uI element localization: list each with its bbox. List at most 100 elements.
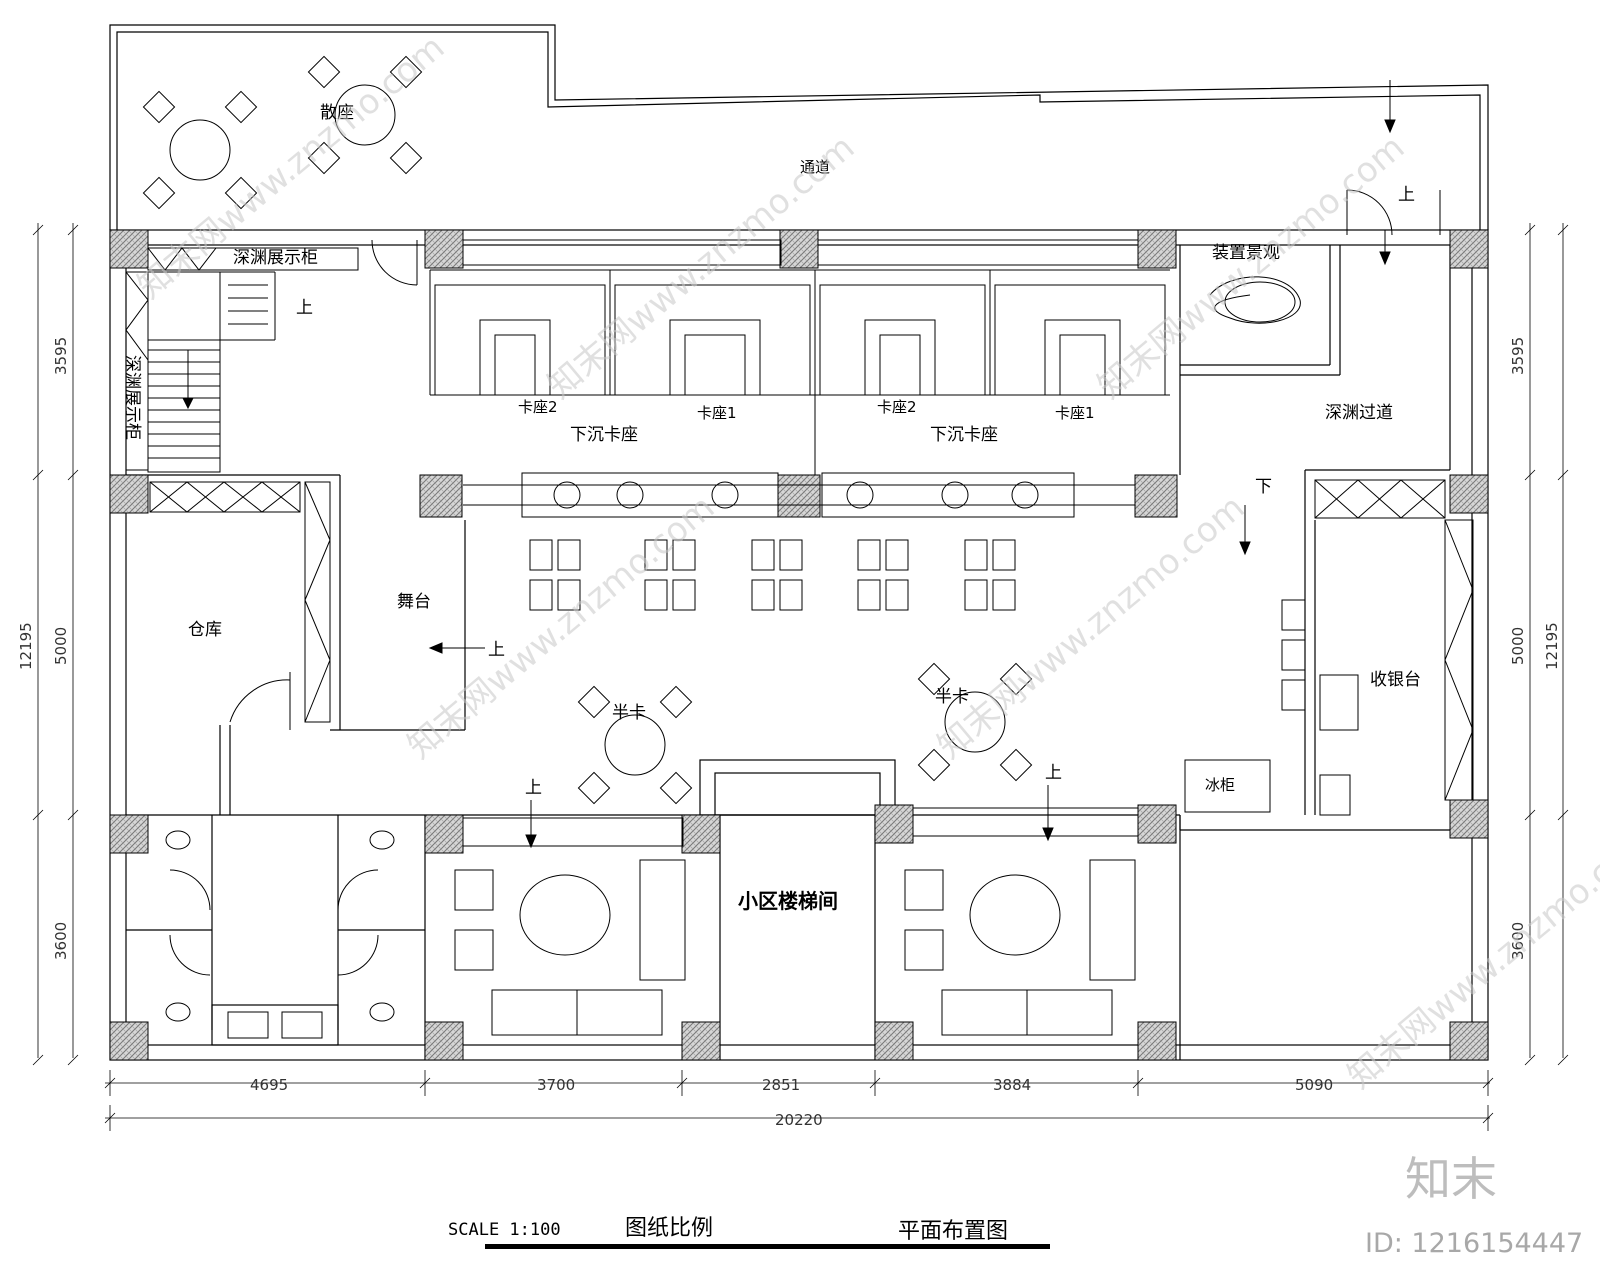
label-stage: 舞台 <box>397 592 431 612</box>
dimension-labels: 4695 3700 2851 3884 5090 20220 3595 5000… <box>17 337 1561 1129</box>
direction-arrows <box>428 80 1396 849</box>
dimension-tick <box>1524 1054 1536 1066</box>
dimension-tick <box>1557 469 1569 481</box>
vip-rooms <box>454 807 1139 1036</box>
label-up-b: 上 <box>1045 763 1062 783</box>
dim-bottom-2: 3700 <box>537 1076 575 1094</box>
label-booth2-a: 卡座2 <box>518 398 558 416</box>
scale-cn-text: 图纸比例 <box>625 1216 713 1241</box>
label-up-a: 上 <box>525 778 542 798</box>
stage-chair <box>644 539 668 571</box>
dimension-tick <box>32 224 44 236</box>
label-half-booth-b: 半卡 <box>935 687 969 707</box>
stage-chair <box>751 539 775 571</box>
label-abyss-passage: 深渊过道 <box>1325 403 1393 423</box>
watermark-id: ID: 1216154447 <box>1365 1228 1583 1259</box>
title-underline <box>485 1244 1050 1249</box>
stage-chair <box>779 579 803 611</box>
stage-chair <box>992 579 1016 611</box>
label-installation: 装置景观 <box>1212 243 1280 263</box>
stage-chair <box>857 539 881 571</box>
stage-chairs <box>529 539 1016 611</box>
label-entrance-up: 上 <box>1398 185 1415 205</box>
label-abyss-cabinet-top: 深渊展示柜 <box>233 248 318 268</box>
bar-counters <box>521 472 1075 518</box>
columns <box>109 229 1489 1061</box>
dimension-tick <box>1557 224 1569 236</box>
dim-bottom-4: 3884 <box>993 1076 1031 1094</box>
dim-left-1: 3595 <box>52 337 70 375</box>
dimension-tick <box>1557 809 1569 821</box>
label-booth1-a: 卡座1 <box>697 404 737 422</box>
label-abyss-cabinet-side: 深渊展示柜 <box>122 355 142 440</box>
installation-art <box>1209 276 1301 324</box>
watermark-brand: 知末 <box>1405 1152 1497 1206</box>
dimension-tick <box>1524 224 1536 236</box>
stage-chair <box>885 579 909 611</box>
label-freezer: 冰柜 <box>1205 776 1235 794</box>
toilets <box>165 830 395 1039</box>
dim-bottom-3: 2851 <box>762 1076 800 1094</box>
dimension-tick <box>32 809 44 821</box>
scale-text: SCALE 1:100 <box>448 1220 561 1240</box>
drawing-footer: SCALE 1:100 图纸比例 平面布置图 <box>448 1216 1050 1249</box>
dimension-tick <box>67 224 79 236</box>
stage-chair <box>779 539 803 571</box>
cashier-area <box>1184 599 1359 816</box>
dimension-tick <box>32 469 44 481</box>
watermark: 知末网www.znzmo.com 知末网www.znzmo.com 知末网www… <box>130 27 1600 1259</box>
doors <box>229 189 1441 730</box>
stage-chair <box>964 539 988 571</box>
label-cashier: 收银台 <box>1370 670 1421 690</box>
watermark-site-5: 知末网www.znzmo.com <box>930 487 1252 766</box>
stage-chair <box>992 539 1016 571</box>
dim-right-1: 3595 <box>1509 337 1527 375</box>
dimension-tick <box>32 1054 44 1066</box>
label-down: 下 <box>1255 477 1272 497</box>
dim-left-total: 12195 <box>17 622 35 670</box>
stage-chair <box>672 579 696 611</box>
room-labels: 散座 通道 深渊展示柜 上 装置景观 上 卡座2 卡座1 卡座2 卡座1 下沉卡… <box>122 103 1421 913</box>
stage-chair <box>751 579 775 611</box>
stage-chair <box>557 539 581 571</box>
dimension-tick <box>67 809 79 821</box>
dim-bottom-1: 4695 <box>250 1076 288 1094</box>
stage-chair <box>857 579 881 611</box>
terrace-outline <box>109 24 1489 230</box>
dimension-tick <box>67 469 79 481</box>
dim-left-2: 5000 <box>52 627 70 665</box>
dim-right-3: 3600 <box>1509 922 1527 960</box>
stage-chair <box>529 579 553 611</box>
dim-total: 20220 <box>775 1111 823 1129</box>
dimension-tick <box>1524 809 1536 821</box>
dimension-tick <box>1557 1054 1569 1066</box>
dim-right-total: 12195 <box>1543 622 1561 670</box>
label-loose-seats: 散座 <box>320 103 354 123</box>
stage-chair <box>672 539 696 571</box>
dimension-tick <box>67 1054 79 1066</box>
stage-chair <box>529 539 553 571</box>
label-booth1-b: 卡座1 <box>1055 404 1095 422</box>
label-sunken-booth-b: 下沉卡座 <box>930 425 998 445</box>
dimension-lines <box>32 223 1569 1131</box>
dim-bottom-5: 5090 <box>1295 1076 1333 1094</box>
label-warehouse: 仓库 <box>188 620 222 640</box>
display-cabinets <box>125 247 1474 801</box>
dimension-tick <box>1524 469 1536 481</box>
label-stairwell: 小区楼梯间 <box>738 889 838 913</box>
dim-left-3: 3600 <box>52 922 70 960</box>
round-tables <box>142 55 1033 805</box>
watermark-site-4: 知末网www.znzmo.com <box>400 487 722 766</box>
dim-right-2: 5000 <box>1509 627 1527 665</box>
label-corridor: 通道 <box>800 158 830 176</box>
stage-chair <box>557 579 581 611</box>
stage-chair <box>964 579 988 611</box>
label-up-stairs: 上 <box>296 298 313 318</box>
label-half-booth-a: 半卡 <box>612 703 646 723</box>
stage-chair <box>644 579 668 611</box>
label-booth2-b: 卡座2 <box>877 398 917 416</box>
stage-chair <box>885 539 909 571</box>
label-sunken-booth-a: 下沉卡座 <box>570 425 638 445</box>
staircase <box>147 271 276 473</box>
